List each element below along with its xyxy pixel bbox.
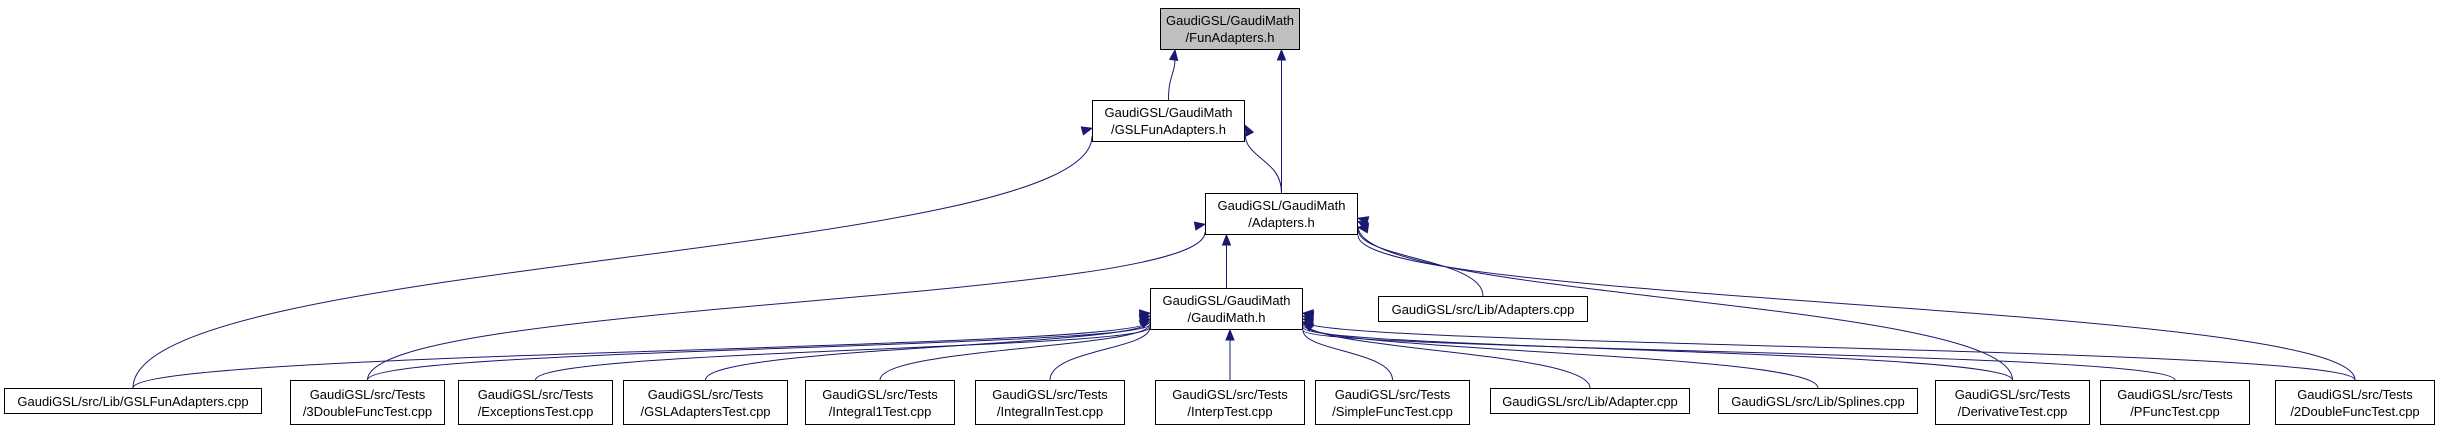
edge-gslfunadapters_cpp-to-gaudimath_h — [132, 320, 1151, 389]
node-label-line: /GSLFunAdapters.h — [1111, 122, 1226, 137]
node-label-line: /PFuncTest.cpp — [2130, 403, 2220, 419]
arrowhead-icon — [1356, 216, 1370, 226]
node-label-line: GaudiGSL/src/Tests — [1334, 386, 1451, 402]
node-label-line: GaudiGSL/GaudiMath — [1104, 105, 1233, 120]
edge-adapter_cpp-to-gaudimath_h — [1302, 321, 1591, 389]
edge-adapters_h-to-gslfunadapters_h — [1244, 133, 1282, 194]
arrowhead-icon — [1080, 126, 1094, 136]
node-label-line: GaudiGSL/src/Lib/GSLFunAdapters.cpp — [17, 393, 249, 409]
edge-t3doublefunc-to-gaudimath_h — [367, 323, 1151, 381]
graph-node-gslfunadapters-h[interactable]: GaudiGSL/GaudiMath/GSLFunAdapters.h — [1092, 100, 1245, 142]
node-label-line: GaudiGSL/src/Tests — [647, 386, 764, 402]
arrowhead-icon — [1221, 233, 1232, 246]
arrowhead-icon — [1138, 318, 1152, 329]
edge-gslfunadapters_h-to-funadapters_h — [1168, 57, 1176, 101]
arrowhead-icon — [1356, 224, 1370, 234]
arrowhead-icon — [1276, 48, 1287, 61]
node-label-line: GaudiGSL/src/Tests — [822, 386, 938, 402]
node-label-line: /DerivativeTest.cpp — [1957, 403, 2068, 419]
edge-texceptions-to-gaudimath_h — [535, 326, 1151, 381]
edge-tintegral1-to-gaudimath_h — [879, 324, 1151, 381]
node-label-line: /Adapters.h — [1248, 215, 1315, 230]
node-label-line: /2DoubleFuncTest.cpp — [2290, 403, 2420, 419]
edge-tderivative-to-adapters_h — [1357, 226, 2013, 381]
node-label-line: GaudiGSL/src/Lib/Adapter.cpp — [1502, 393, 1678, 409]
edge-tgsladapters-to-gaudimath_h — [705, 320, 1151, 381]
node-label-line: /FunAdapters.h — [1185, 30, 1275, 45]
node-label-line: GaudiGSL/src/Lib/Adapters.cpp — [1391, 301, 1575, 317]
graph-node-tsimplefunc[interactable]: GaudiGSL/src/Tests/SimpleFuncTest.cpp — [1315, 380, 1470, 425]
graph-node-t3doublefunc[interactable]: GaudiGSL/src/Tests/3DoubleFuncTest.cpp — [290, 380, 445, 425]
node-label-line: /IntegralInTest.cpp — [996, 403, 1104, 419]
graph-node-gaudimath-h[interactable]: GaudiGSL/GaudiMath/GaudiMath.h — [1150, 288, 1303, 330]
edge-tintegralin-to-gaudimath_h — [1049, 327, 1151, 381]
graph-node-tintegralin[interactable]: GaudiGSL/src/Tests/IntegralInTest.cpp — [975, 380, 1125, 425]
edge-gslfunadapters_cpp-to-gslfunadapters_h — [132, 136, 1093, 389]
node-label-line: GaudiGSL/src/Tests — [1172, 386, 1288, 402]
edge-t2doublefunc-to-gaudimath_h — [1302, 320, 2356, 381]
node-label-line: GaudiGSL/src/Lib/Splines.cpp — [1731, 393, 1905, 409]
node-label-line: GaudiGSL/src/Tests — [992, 386, 1108, 402]
node-label-line: GaudiGSL/src/Tests — [477, 386, 594, 402]
node-label-line: GaudiGSL/GaudiMath — [1162, 293, 1291, 308]
node-label-line: /InterpTest.cpp — [1187, 403, 1273, 419]
graph-node-adapters-cpp[interactable]: GaudiGSL/src/Lib/Adapters.cpp — [1378, 296, 1588, 322]
edge-tsimplefunc-to-gaudimath_h — [1302, 330, 1393, 381]
edge-adapters_cpp-to-adapters_h — [1357, 229, 1484, 297]
graph-node-adapter-cpp[interactable]: GaudiGSL/src/Lib/Adapter.cpp — [1490, 388, 1690, 414]
edge-t2doublefunc-to-adapters_h — [1357, 235, 2356, 381]
arrowhead-icon — [1225, 328, 1235, 341]
edge-tpfunc-to-gaudimath_h — [1302, 329, 2176, 381]
node-label-line: GaudiGSL/src/Tests — [309, 386, 426, 402]
graph-node-texceptions[interactable]: GaudiGSL/src/Tests/ExceptionsTest.cpp — [458, 380, 613, 425]
graph-node-funadapters-h[interactable]: GaudiGSL/GaudiMath/FunAdapters.h — [1160, 8, 1300, 50]
node-label-line: GaudiGSL/GaudiMath — [1217, 198, 1346, 213]
graph-node-tderivative[interactable]: GaudiGSL/src/Tests/DerivativeTest.cpp — [1935, 380, 2090, 425]
node-label-line: /GaudiMath.h — [1187, 310, 1266, 325]
node-label-line: /Integral1Test.cpp — [828, 403, 932, 419]
edge-tderivative-to-gaudimath_h — [1302, 326, 2013, 381]
arrowhead-icon — [1168, 48, 1179, 62]
arrowhead-icon — [1193, 221, 1207, 231]
graph-node-tpfunc[interactable]: GaudiGSL/src/Tests/PFuncTest.cpp — [2100, 380, 2250, 425]
node-label-line: /3DoubleFuncTest.cpp — [302, 403, 433, 419]
arrowhead-icon — [1244, 124, 1255, 137]
graph-node-adapters-h[interactable]: GaudiGSL/GaudiMath/Adapters.h — [1205, 193, 1358, 235]
arrowhead-icon — [1301, 309, 1314, 319]
graph-node-tinterp[interactable]: GaudiGSL/src/Tests/InterpTest.cpp — [1155, 380, 1305, 425]
edge-splines_cpp-to-gaudimath_h — [1302, 323, 1819, 389]
graph-node-gslfunadapters-cpp[interactable]: GaudiGSL/src/Lib/GSLFunAdapters.cpp — [4, 388, 262, 414]
node-label-line: GaudiGSL/src/Tests — [1954, 386, 2071, 402]
graph-node-splines-cpp[interactable]: GaudiGSL/src/Lib/Splines.cpp — [1718, 388, 1918, 414]
graph-node-t2doublefunc[interactable]: GaudiGSL/src/Tests/2DoubleFuncTest.cpp — [2275, 380, 2435, 425]
node-label-line: GaudiGSL/src/Tests — [2117, 386, 2233, 402]
node-label-line: /ExceptionsTest.cpp — [477, 403, 594, 419]
node-label-line: GaudiGSL/src/Tests — [2297, 386, 2413, 402]
graph-node-tgsladapters[interactable]: GaudiGSL/src/Tests/GSLAdaptersTest.cpp — [623, 380, 788, 425]
graph-node-tintegral1[interactable]: GaudiGSL/src/Tests/Integral1Test.cpp — [805, 380, 955, 425]
node-label-line: GaudiGSL/GaudiMath — [1166, 13, 1294, 28]
node-label-line: /GSLAdaptersTest.cpp — [640, 403, 771, 419]
edge-t3doublefunc-to-adapters_h — [367, 232, 1206, 381]
node-label-line: /SimpleFuncTest.cpp — [1332, 403, 1453, 419]
